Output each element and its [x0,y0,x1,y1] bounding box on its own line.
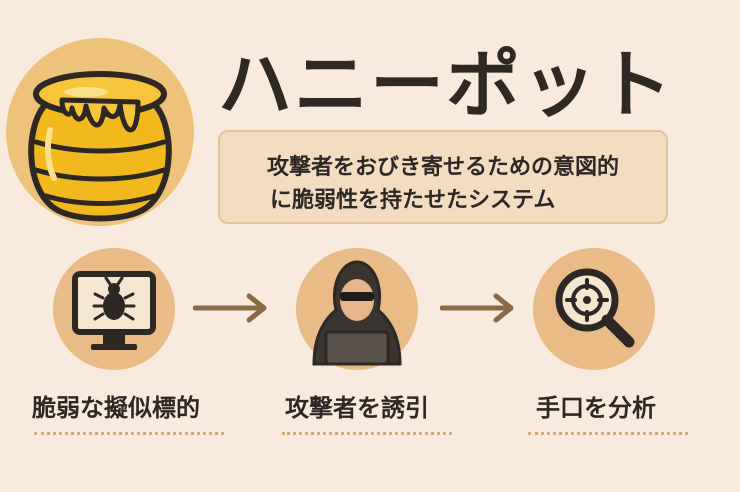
monitor-bug-icon [72,271,156,350]
step-3-circle [533,248,655,370]
arrow-right-icon [193,293,269,323]
page-title: ハニーポット [218,42,674,128]
step-2-divider [282,432,452,435]
step-1-label: 脆弱な擬似標的 [32,394,200,422]
honey-pot-icon [28,71,172,222]
step-1-circle [53,248,175,370]
step-2-circle [296,248,418,370]
step-3-label: 手口を分析 [536,394,656,422]
definition-line-2: に脆弱性を持たせたシステム [270,188,556,213]
arrow-right-icon [440,293,516,323]
definition-line-1: 攻撃者をおびき寄せるための意図的 [266,155,619,180]
step-1-divider [34,432,224,435]
step-2-label: 攻撃者を誘引 [285,394,429,422]
magnifier-target-icon [555,268,635,348]
definition-box: 攻撃者をおびき寄せるための意図的 に脆弱性を持たせたシステム [218,130,668,224]
step-3-divider [528,432,688,435]
honey-pot-circle [6,38,194,226]
hooded-hacker-icon [312,260,402,366]
